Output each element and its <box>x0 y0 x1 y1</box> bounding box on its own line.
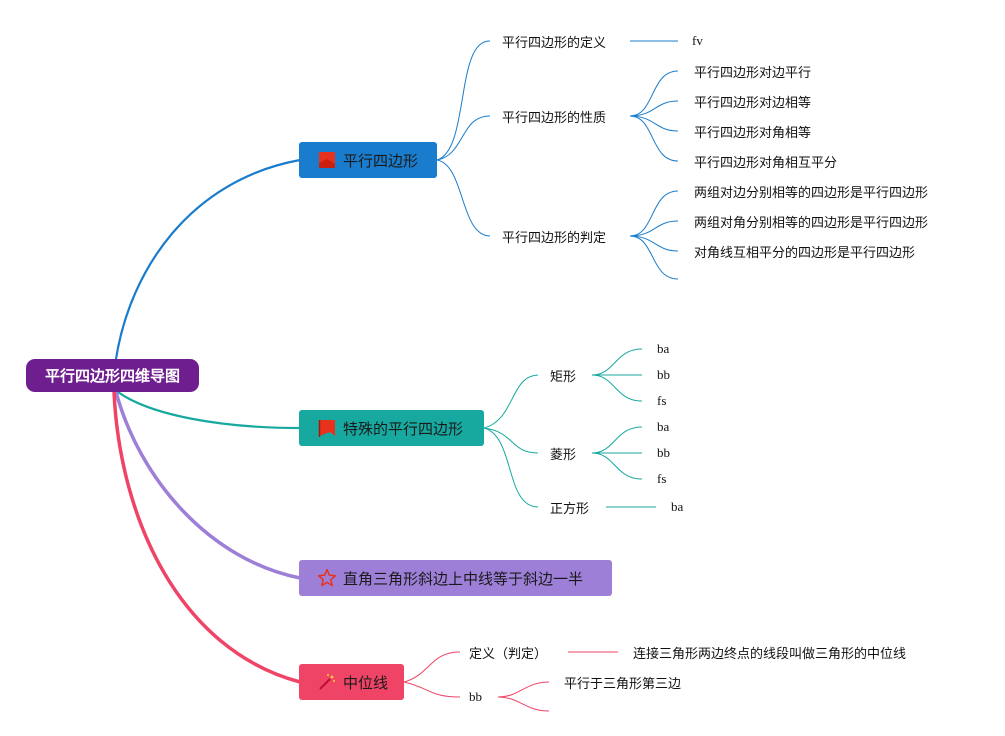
link-b1-sub1 <box>436 40 491 161</box>
leaf-label: 两组对角分别相等的四边形是平行四边形 <box>694 215 929 231</box>
link-b2-s1-leaf1 <box>591 348 643 376</box>
link-b2-s2-leaf3 <box>591 452 643 480</box>
branch-parallelogram[interactable]: 平行四边形 <box>299 142 437 178</box>
leaf-label: ba <box>657 341 670 356</box>
leaf-topic[interactable]: 两组对边分别相等的四边形是平行四边形 <box>694 181 928 201</box>
leaf-label: 平行四边形对角相等 <box>694 125 812 141</box>
link-b2-sub1 <box>483 374 539 429</box>
subtopic-label: 菱形 <box>550 447 577 463</box>
subtopic-label: 定义（判定） <box>469 646 548 662</box>
link-b1-s3-leaf4 <box>629 235 679 280</box>
red-flag-icon <box>317 418 337 438</box>
leaf-topic[interactable]: 对角线互相平分的四边形是平行四边形 <box>694 241 915 261</box>
link-b4-sub2 <box>403 681 461 698</box>
leaf-topic[interactable]: bb <box>657 443 670 463</box>
leaf-label: 连接三角形两边终点的线段叫做三角形的中位线 <box>633 646 907 662</box>
link-b4-sub1 <box>403 651 461 683</box>
leaf-topic[interactable]: fv <box>692 31 703 51</box>
branch-midline[interactable]: 中位线 <box>299 664 404 700</box>
subtopic-label: 平行四边形的性质 <box>502 110 607 126</box>
link-root-branch-3 <box>114 391 301 580</box>
subtopic-criteria[interactable]: 平行四边形的判定 <box>502 226 606 246</box>
link-b4-s2-leaf1 <box>497 681 550 698</box>
leaf-label: fs <box>657 393 667 408</box>
leaf-label: 平行于三角形第三边 <box>564 676 682 692</box>
leaf-label: ba <box>657 419 670 434</box>
link-b4-s2-leaf2 <box>497 696 550 712</box>
subtopic-definition-criteria[interactable]: 定义（判定） <box>469 642 547 662</box>
leaf-label: bb <box>657 367 670 382</box>
link-b1-s3-leaf1 <box>629 190 679 237</box>
leaf-label: 平行四边形对边相等 <box>694 95 812 111</box>
leaf-label: fs <box>657 471 667 486</box>
leaf-topic[interactable]: fs <box>657 469 666 489</box>
subtopic-label: 矩形 <box>550 369 577 385</box>
link-root-branch-4 <box>112 391 301 684</box>
subtopic-label: 平行四边形的定义 <box>502 35 607 51</box>
link-root-branch-1 <box>114 158 301 360</box>
leaf-topic[interactable]: ba <box>671 497 683 517</box>
subtopic-bb[interactable]: bb <box>469 687 482 707</box>
link-b2-sub3 <box>483 427 539 508</box>
link-root-branch-2 <box>117 391 301 430</box>
link-b2-s2-leaf1 <box>591 426 643 454</box>
link-b1-s3-leaf3 <box>629 235 679 252</box>
branch-right-triangle-median[interactable]: 直角三角形斜边上中线等于斜边一半 <box>299 560 612 596</box>
red-star-icon <box>317 568 337 588</box>
root-topic[interactable]: 平行四边形四维导图 <box>26 359 199 392</box>
leaf-label: 对角线互相平分的四边形是平行四边形 <box>694 245 916 261</box>
branch-label: 直角三角形斜边上中线等于斜边一半 <box>343 569 584 588</box>
subtopic-definition[interactable]: 平行四边形的定义 <box>502 31 606 51</box>
leaf-topic[interactable]: bb <box>657 365 670 385</box>
subtopic-square[interactable]: 正方形 <box>550 497 589 517</box>
leaf-label: 两组对边分别相等的四边形是平行四边形 <box>694 185 929 201</box>
branch-label: 平行四边形 <box>343 151 419 170</box>
subtopic-label: bb <box>469 689 482 704</box>
leaf-topic[interactable]: 连接三角形两边终点的线段叫做三角形的中位线 <box>633 642 906 662</box>
subtopic-rhombus[interactable]: 菱形 <box>550 443 576 463</box>
leaf-label: fv <box>692 33 703 48</box>
link-b1-s2-leaf3 <box>629 115 679 132</box>
branch-special-parallelogram[interactable]: 特殊的平行四边形 <box>299 410 484 446</box>
subtopic-label: 正方形 <box>550 501 590 517</box>
leaf-topic[interactable]: 平行四边形对角相等 <box>694 121 811 141</box>
branch-label: 中位线 <box>343 673 389 692</box>
red-flag-icon <box>317 150 337 170</box>
leaf-topic[interactable]: fs <box>657 391 666 411</box>
link-b2-sub2 <box>483 427 539 454</box>
link-b2-s1-leaf3 <box>591 374 643 402</box>
link-b1-sub2 <box>436 115 491 161</box>
leaf-topic[interactable]: 平行于三角形第三边 <box>564 672 681 692</box>
leaf-topic[interactable]: 平行四边形对角相互平分 <box>694 151 837 171</box>
leaf-topic[interactable]: 平行四边形对边相等 <box>694 91 811 111</box>
subtopic-properties[interactable]: 平行四边形的性质 <box>502 106 606 126</box>
link-b1-s2-leaf2 <box>629 100 679 117</box>
leaf-topic[interactable]: 平行四边形对边平行 <box>694 61 811 81</box>
subtopic-label: 平行四边形的判定 <box>502 230 607 246</box>
leaf-topic[interactable]: 两组对角分别相等的四边形是平行四边形 <box>694 211 928 231</box>
link-b1-sub3 <box>436 159 491 237</box>
root-topic-label: 平行四边形四维导图 <box>44 367 180 385</box>
branch-label: 特殊的平行四边形 <box>343 419 464 438</box>
leaf-label: 平行四边形对角相互平分 <box>694 155 838 171</box>
link-b1-s2-leaf1 <box>629 70 679 117</box>
leaf-topic[interactable]: ba <box>657 339 669 359</box>
subtopic-rectangle[interactable]: 矩形 <box>550 365 576 385</box>
leaf-label: 平行四边形对边平行 <box>694 65 812 81</box>
leaf-label: ba <box>671 499 684 514</box>
link-b1-s3-leaf2 <box>629 220 679 237</box>
leaf-label: bb <box>657 445 670 460</box>
magic-wand-icon <box>317 672 337 692</box>
leaf-topic[interactable]: ba <box>657 417 669 437</box>
link-b1-s2-leaf4 <box>629 115 679 162</box>
